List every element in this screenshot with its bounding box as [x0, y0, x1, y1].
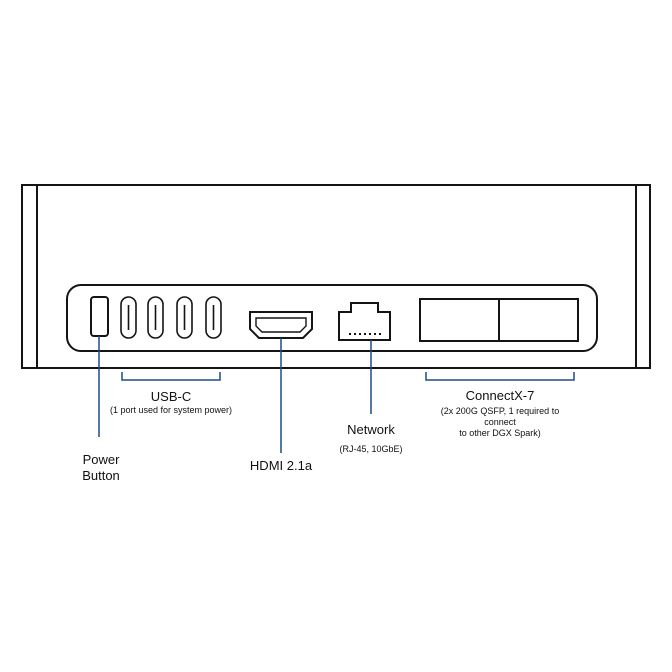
usbc-note: (1 port used for system power)	[109, 405, 233, 415]
qsfp-port-1[interactable]	[419, 298, 500, 342]
rj45-port[interactable]	[338, 302, 391, 341]
usbc-label: USB-C	[150, 389, 192, 404]
hdmi-port[interactable]	[249, 311, 313, 339]
connectx-note: (2x 200G QSFP, 1 required to connect to …	[440, 406, 560, 438]
usbc-port-2[interactable]	[147, 296, 164, 339]
usbc-bracket	[121, 372, 221, 381]
network-note: (RJ-45, 10GbE)	[339, 444, 403, 454]
connectx-label: ConnectX-7	[465, 388, 535, 403]
qsfp-port-2[interactable]	[498, 298, 579, 342]
chassis-left-rail	[21, 184, 38, 369]
rj45-contacts	[349, 333, 381, 335]
hdmi-port-inner	[255, 317, 307, 333]
port-panel	[66, 284, 598, 352]
usbc-port-4[interactable]	[205, 296, 222, 339]
hdmi-label: HDMI 2.1a	[249, 458, 313, 473]
chassis-right-rail	[635, 184, 651, 369]
power-button-label: Power Button	[82, 452, 120, 483]
power-button[interactable]	[90, 296, 109, 337]
connectx-bracket	[425, 372, 575, 381]
network-label: Network	[347, 422, 395, 437]
usbc-port-3[interactable]	[176, 296, 193, 339]
usbc-port-1[interactable]	[120, 296, 137, 339]
